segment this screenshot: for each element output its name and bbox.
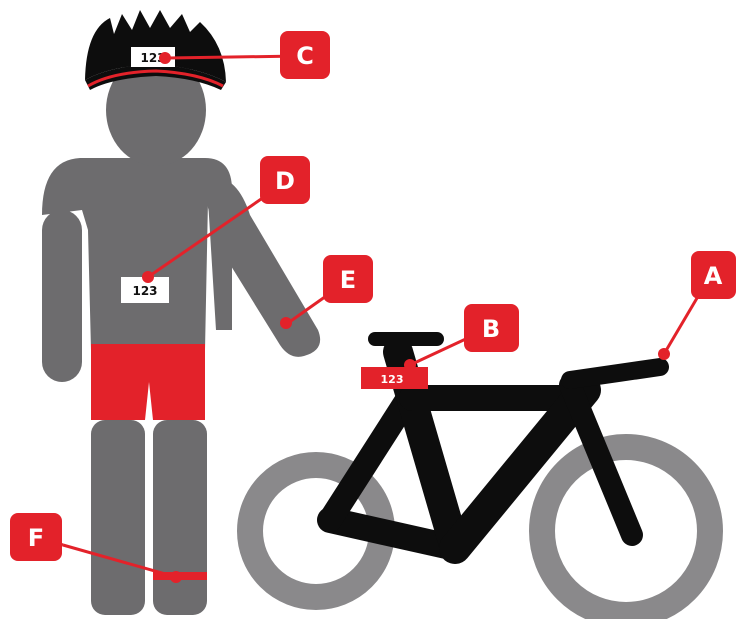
callout-dot-c	[159, 52, 171, 64]
callout-dot-d	[142, 271, 154, 283]
callout-a-badge: A	[691, 251, 736, 299]
bicycle: 123	[244, 332, 718, 619]
callout-b-letter: B	[482, 315, 500, 343]
callout-e-letter: E	[340, 266, 356, 294]
seatpost-number-sticker: 123	[361, 367, 428, 389]
callout-d-badge: D	[260, 156, 310, 204]
callout-dot-b	[404, 359, 416, 371]
torso-bib-number: 123	[132, 284, 157, 298]
seatpost-number: 123	[381, 373, 404, 386]
callout-c-badge: C	[280, 31, 330, 79]
callout-e-badge: E	[323, 255, 373, 303]
right-leg	[153, 420, 207, 615]
callout-b-badge: B	[464, 304, 519, 352]
callout-d-letter: D	[275, 167, 295, 195]
callout-dot-a	[658, 348, 670, 360]
left-leg	[91, 420, 145, 615]
saddle	[368, 332, 444, 346]
left-arm	[42, 210, 82, 382]
callout-dot-f	[170, 571, 182, 583]
callout-c-letter: C	[296, 42, 314, 70]
callout-dot-e	[280, 317, 292, 329]
callout-line-a	[664, 293, 700, 354]
callout-f-badge: F	[10, 513, 62, 561]
shorts	[91, 344, 205, 420]
callout-a-letter: A	[704, 262, 723, 290]
callout-f-letter: F	[28, 524, 44, 552]
